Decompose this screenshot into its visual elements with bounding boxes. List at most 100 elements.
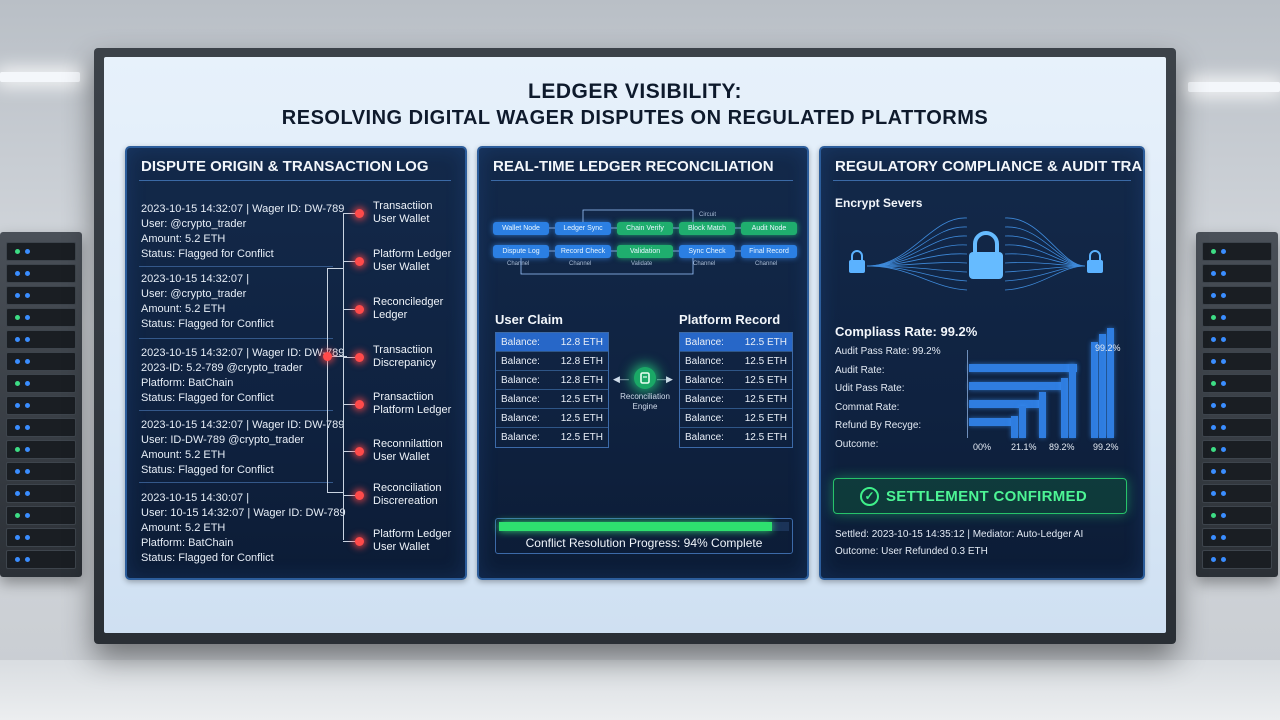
audit-bar [1069,364,1076,438]
settlement-confirmed-banner[interactable]: ✓ SETTLEMENT CONFIRMED [833,478,1127,514]
status-led [15,513,20,518]
audit-bar [1039,392,1046,438]
status-led [25,293,30,298]
table-row[interactable]: Balance:12.8 ETH [496,333,608,352]
status-led [25,557,30,562]
flow-node[interactable]: Sync Check [679,245,735,258]
status-led [1211,469,1216,474]
log-divider [139,482,333,483]
table-row[interactable]: Balance:12.5 ETH [496,409,608,428]
check-circle-icon: ✓ [860,487,879,506]
table-row[interactable]: Balance:12.5 ETH [680,390,792,409]
audit-stat-label: Udit Pass Rate: [835,383,905,394]
table-row[interactable]: Balance:12.5 ETH [680,352,792,371]
status-led [1221,249,1226,254]
chart-tick-label: 21.1% [1011,442,1037,452]
page-title-line1: LEDGER VISIBILITY: [528,80,742,103]
status-led [25,271,30,276]
status-led [15,381,20,386]
table-row[interactable]: Balance:12.5 ETH [496,390,608,409]
table-row[interactable]: Balance:12.8 ETH [496,352,608,371]
status-led [25,491,30,496]
conflict-progress: Conflict Resolution Progress: 94% Comple… [495,518,793,554]
alert-node [355,353,364,362]
flow-node[interactable]: Dispute Log [493,245,549,258]
alert-node [355,209,364,218]
status-led [1211,425,1216,430]
flow-connectors [520,209,741,275]
server-unit [1202,352,1272,371]
log-entry-2[interactable]: 2023-10-15 14:32:07 | User: @crypto_trad… [141,273,274,330]
server-unit [1202,264,1272,283]
tree-connector [343,309,357,310]
server-unit [1202,528,1272,547]
table-row[interactable]: Balance:12.5 ETH [680,371,792,390]
alert-node [355,491,364,500]
server-unit [6,528,76,547]
table-row[interactable]: Balance:12.5 ETH [685,432,787,443]
server-unit [1202,374,1272,393]
audit-bar [1019,406,1026,438]
reconciliation-engine-icon [634,367,656,389]
floor [0,660,1280,720]
server-unit [1202,506,1272,525]
flow-node[interactable]: Record Check [555,245,611,258]
progress-track [499,522,789,531]
flow-node[interactable]: Audit Node [741,222,797,235]
flow-node[interactable]: Ledger Sync [555,222,611,235]
tree-connector [343,261,357,262]
server-unit [1202,462,1272,481]
lock-icon-right [1087,250,1103,273]
flow-node[interactable]: Validation [617,245,673,258]
server-unit [6,374,76,393]
panel-title: REGULATORY COMPLIANCE & AUDIT TRAIL [835,158,1145,175]
flow-caption: Validate [631,261,653,267]
table-row[interactable]: Balance:12.5 ETH [501,432,603,443]
tree-connector [343,541,357,542]
status-led [15,315,20,320]
log-divider [139,338,333,339]
server-unit [6,396,76,415]
table-row[interactable]: Balance:12.8 ETH [496,371,608,390]
status-led [1211,447,1216,452]
table-row[interactable]: Balance:12.5 ETH [680,409,792,428]
tree-connector [327,356,347,357]
status-led [1221,447,1226,452]
audit-bar [969,418,1011,426]
flow-node[interactable]: Final Record [741,245,797,258]
status-led [25,403,30,408]
flow-node[interactable]: Block Match [679,222,735,235]
status-led [15,557,20,562]
table-row[interactable]: Balance:12.5 ETH [680,333,792,352]
log-entry-5[interactable]: 2023-10-15 14:30:07 | User: 10-15 14:32:… [141,492,346,564]
page-title-line2: RESOLVING DIGITAL WAGER DISPUTES ON REGU… [281,107,989,129]
log-entry-1[interactable]: 2023-10-15 14:32:07 | Wager ID: DW-789 U… [141,203,345,260]
panel-title: DISPUTE ORIGIN & TRANSACTION LOG [141,158,429,175]
tree-connector [343,357,357,358]
server-unit [1202,242,1272,261]
server-unit [1202,484,1272,503]
status-led [15,535,20,540]
status-led [1211,293,1216,298]
log-entry-3[interactable]: 2023-10-15 14:32:07 | Wager ID: DW-789 2… [141,347,345,404]
flow-node[interactable]: Chain Verify [617,222,673,235]
log-entry-4[interactable]: 2023-10-15 14:32:07 | Wager ID: DW-789 U… [141,419,345,476]
flow-node[interactable]: Wallet Node [493,222,549,235]
progress-fill [499,522,772,531]
server-unit [1202,330,1272,349]
status-led [1221,359,1226,364]
status-led [15,359,20,364]
server-unit [1202,396,1272,415]
audit-bar [969,382,1065,390]
log-divider [139,266,333,267]
server-rack-right [1196,232,1278,577]
